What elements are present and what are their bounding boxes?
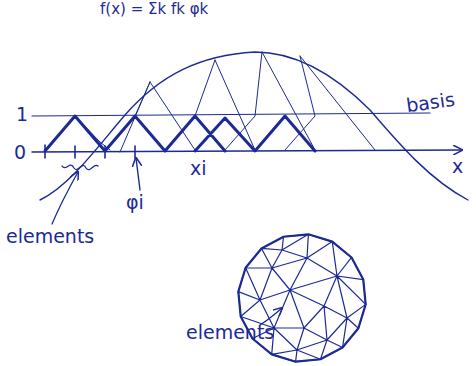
elements-label: elements <box>6 226 94 247</box>
basis-function-label: φi <box>126 192 144 213</box>
elements-label: elements <box>186 322 274 343</box>
function-curve <box>40 52 468 200</box>
node-label: xi <box>190 158 207 179</box>
basis-functions <box>45 116 315 151</box>
level-one-line <box>32 113 430 116</box>
axis-value: 0 <box>14 142 26 163</box>
phi-pointer <box>136 158 140 190</box>
x-axis <box>32 150 462 152</box>
formula-label: f(x) = Σk fk φk <box>100 1 208 18</box>
basis-label: basis <box>405 89 456 116</box>
projection-lines <box>45 52 375 152</box>
axis-label: x <box>452 156 463 177</box>
elements-pointer <box>52 172 78 224</box>
element-ticks <box>45 145 135 158</box>
element-brace <box>62 165 98 170</box>
axis-value: 1 <box>16 104 28 125</box>
